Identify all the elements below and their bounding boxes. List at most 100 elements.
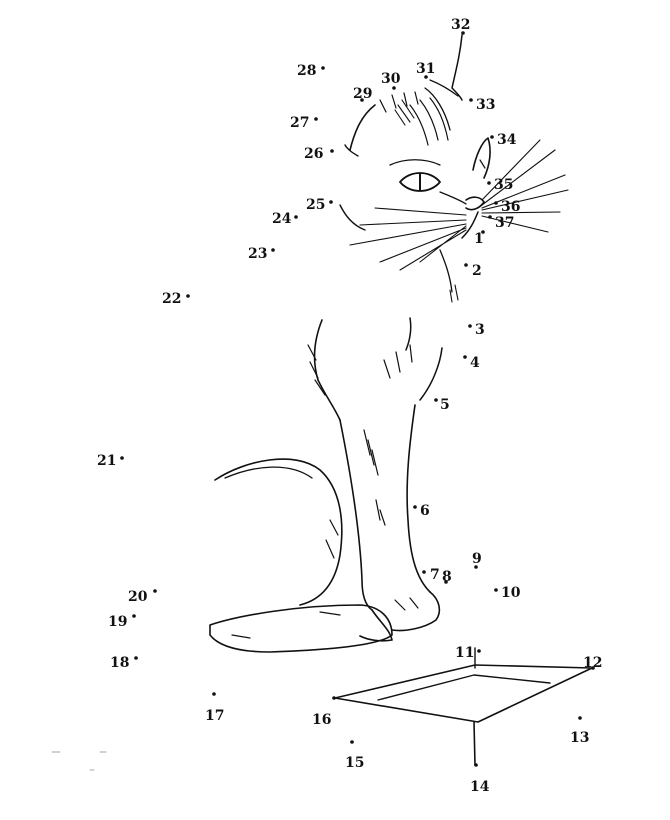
dot-label-15: 15 [345, 755, 364, 771]
dot-4: 4 [463, 355, 480, 371]
dot-point-9 [474, 565, 478, 569]
dot-label-29: 29 [353, 86, 372, 102]
dot-point-29 [360, 98, 364, 102]
dot-label-18: 18 [110, 655, 129, 671]
dot-label-27: 27 [290, 115, 309, 131]
dot-point-10 [494, 588, 498, 592]
dot-point-33 [469, 98, 473, 102]
dot-label-34: 34 [497, 132, 517, 148]
dot-point-21 [120, 456, 124, 460]
dot-36: 36 [494, 199, 520, 215]
dot-label-26: 26 [304, 146, 323, 162]
dot-point-37 [488, 215, 492, 219]
dot-8: 8 [442, 569, 452, 585]
dot-29: 29 [353, 86, 372, 102]
dot-6: 6 [413, 503, 430, 519]
dot-label-13: 13 [570, 730, 589, 746]
dot-27: 27 [290, 115, 318, 131]
dot-12: 12 [583, 655, 602, 671]
dot-label-9: 9 [472, 551, 482, 567]
dot-point-27 [314, 117, 318, 121]
dot-point-28 [321, 66, 325, 70]
dot-label-7: 7 [430, 567, 440, 583]
dot-label-19: 19 [108, 614, 127, 630]
dot-label-24: 24 [272, 211, 292, 227]
dot-label-32: 32 [451, 17, 470, 33]
dot-label-11: 11 [455, 645, 474, 661]
dot-point-34 [490, 135, 494, 139]
dot-point-1 [481, 230, 485, 234]
dot-18: 18 [110, 655, 138, 671]
dot-point-24 [294, 215, 298, 219]
dot-label-2: 2 [472, 263, 482, 279]
dot-point-2 [464, 263, 468, 267]
dot-2: 2 [464, 263, 482, 279]
dot-11: 11 [455, 645, 481, 661]
dot-label-37: 37 [495, 215, 514, 231]
dot-30: 30 [381, 71, 401, 90]
dot-label-23: 23 [248, 246, 267, 262]
dot-point-3 [468, 324, 472, 328]
dot-point-20 [153, 589, 157, 593]
dot-point-13 [578, 716, 582, 720]
dot-label-35: 35 [494, 177, 513, 193]
dot-23: 23 [248, 246, 275, 262]
dot-24: 24 [272, 211, 298, 227]
dot-point-36 [494, 201, 498, 205]
dot-point-17 [212, 692, 216, 696]
dot-label-8: 8 [442, 569, 452, 585]
dot-label-30: 30 [381, 71, 401, 87]
dot-label-6: 6 [420, 503, 430, 519]
dot-19: 19 [108, 614, 136, 630]
dot-point-30 [392, 86, 396, 90]
dot-26: 26 [304, 146, 334, 162]
dot-point-32 [461, 31, 465, 35]
dot-32: 32 [451, 17, 470, 35]
dot-28: 28 [297, 63, 325, 79]
dot-label-4: 4 [470, 355, 480, 371]
dot-point-35 [487, 181, 491, 185]
dot-label-28: 28 [297, 63, 316, 79]
dot-point-12 [591, 666, 595, 670]
dot-point-5 [434, 398, 438, 402]
dot-label-10: 10 [501, 585, 521, 601]
dot-label-33: 33 [476, 97, 495, 113]
dot-point-16 [332, 696, 336, 700]
dot-15: 15 [345, 740, 364, 771]
dot-label-36: 36 [501, 199, 520, 215]
dot-5: 5 [434, 397, 450, 413]
dot-point-26 [330, 149, 334, 153]
dot-1: 1 [474, 230, 485, 247]
dot-label-21: 21 [97, 453, 116, 469]
dot-3: 3 [468, 322, 485, 338]
dot-point-22 [186, 294, 190, 298]
dot-17: 17 [205, 692, 224, 724]
dot-16: 16 [312, 696, 336, 728]
dot-31: 31 [416, 61, 435, 79]
dot-point-25 [329, 200, 333, 204]
dot-point-23 [271, 248, 275, 252]
dot-22: 22 [162, 291, 190, 307]
dot-label-20: 20 [128, 589, 148, 605]
dot-37: 37 [488, 215, 514, 231]
dot-point-6 [413, 505, 417, 509]
dot-21: 21 [97, 453, 124, 469]
dot-label-1: 1 [474, 231, 484, 247]
dot-34: 34 [490, 132, 517, 148]
dot-label-14: 14 [470, 779, 490, 795]
dot-20: 20 [128, 589, 157, 605]
dot-point-4 [463, 355, 467, 359]
dot-33: 33 [469, 97, 495, 113]
dot-label-17: 17 [205, 708, 224, 724]
dot-point-11 [477, 649, 481, 653]
dot-10: 10 [494, 585, 521, 601]
dot-25: 25 [306, 197, 333, 213]
dot-14: 14 [470, 763, 490, 795]
dot-label-12: 12 [583, 655, 602, 671]
dot-13: 13 [570, 716, 589, 746]
dot-9: 9 [472, 551, 482, 569]
dot-label-5: 5 [440, 397, 450, 413]
